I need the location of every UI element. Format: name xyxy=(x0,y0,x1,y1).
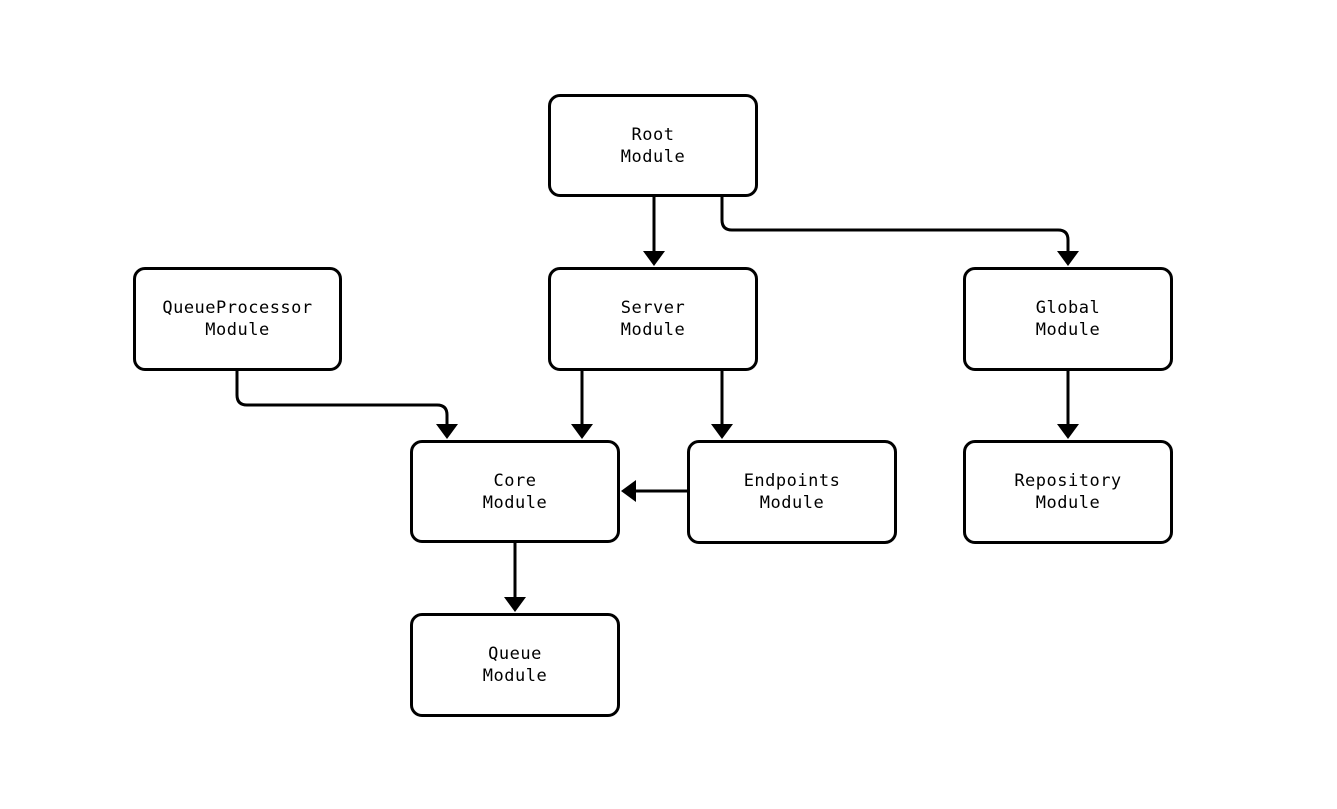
node-queue-line2: Module xyxy=(482,666,548,686)
node-repository-line1: Repository xyxy=(1014,471,1122,491)
arrowhead-root-global xyxy=(1057,251,1079,266)
node-repository[interactable]: Repository Module xyxy=(963,440,1173,544)
arrowhead-root-server xyxy=(643,251,665,266)
node-root-line2: Module xyxy=(620,146,686,167)
edge-root-global xyxy=(720,197,1070,258)
node-endpoints[interactable]: Endpoints Module xyxy=(687,440,897,544)
arrowhead-global-repository xyxy=(1057,424,1079,439)
arrowhead-endpoints-core xyxy=(621,480,636,502)
node-queue[interactable]: Queue Module xyxy=(410,613,620,717)
node-endpoints-line2: Module xyxy=(759,493,825,513)
arrowhead-core-queue xyxy=(504,597,526,612)
node-server[interactable]: Server Module xyxy=(548,267,758,371)
node-core-line1: Core xyxy=(493,470,537,491)
arrowhead-queueprocessor-core xyxy=(436,424,458,439)
node-queueprocessor[interactable]: QueueProcessor Module xyxy=(133,267,342,371)
node-core[interactable]: Core Module xyxy=(410,440,620,543)
node-root[interactable]: Root Module xyxy=(548,94,758,197)
node-queueprocessor-line2: Module xyxy=(205,320,270,340)
node-repository-line2: Module xyxy=(1035,493,1101,513)
node-global-line1: Global xyxy=(1035,298,1101,318)
node-global-line2: Module xyxy=(1035,320,1101,340)
node-queue-line1: Queue xyxy=(488,644,542,664)
edge-paths xyxy=(235,197,1070,604)
node-server-line1: Server xyxy=(620,298,686,318)
node-root-line1: Root xyxy=(631,124,675,145)
node-queueprocessor-line1: QueueProcessor xyxy=(162,298,313,318)
edge-queueprocessor-core xyxy=(235,371,449,431)
node-endpoints-line1: Endpoints xyxy=(743,471,841,491)
node-server-line2: Module xyxy=(620,320,686,340)
arrowhead-server-core xyxy=(571,424,593,439)
node-global[interactable]: Global Module xyxy=(963,267,1173,371)
arrowhead-server-endpoints xyxy=(711,424,733,439)
node-core-line2: Module xyxy=(482,492,548,513)
